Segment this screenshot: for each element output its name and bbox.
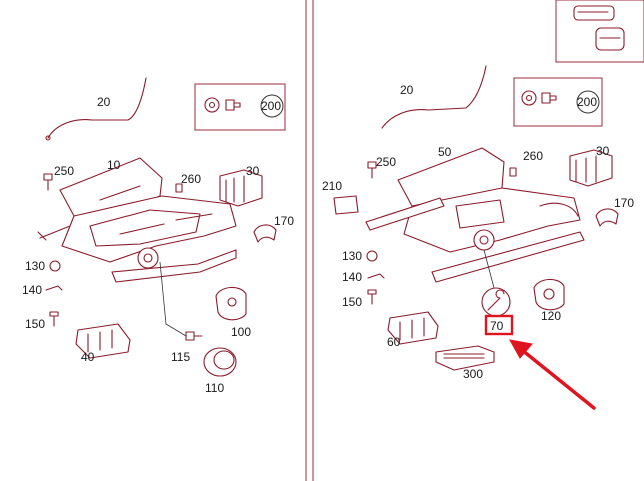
leader-115-left [159, 261, 187, 337]
bolt-260-left [175, 183, 183, 193]
label-right-120: 120 [541, 309, 561, 323]
label-right-140: 140 [342, 270, 362, 284]
label-right-210: 210 [322, 179, 342, 193]
motor-100-left [215, 286, 247, 321]
label-left-115: 115 [171, 350, 190, 364]
label-right-130: 130 [342, 249, 362, 263]
label-right-170: 170 [614, 196, 634, 210]
label-right-50: 50 [438, 145, 452, 159]
label-right-20: 20 [400, 83, 414, 97]
label-left-200: 200 [261, 99, 281, 113]
seat-frame-left [37, 157, 237, 283]
cover-210-right [333, 195, 359, 215]
label-right-200: 200 [577, 95, 597, 109]
fasteners-left [45, 260, 63, 327]
label-left-170: 170 [274, 214, 294, 228]
screw-kit-box-right [513, 77, 603, 127]
label-left-30: 30 [246, 164, 260, 178]
bracket-170-right [595, 208, 619, 227]
label-left-250: 250 [54, 164, 74, 178]
label-left-130: 130 [25, 259, 45, 273]
label-left-110: 110 [205, 381, 224, 395]
fasteners-right [366, 250, 385, 305]
cable-part-left [45, 77, 147, 141]
label-left-140: 140 [22, 283, 42, 297]
label-right-250: 250 [376, 155, 396, 169]
connector-40-left [75, 323, 131, 359]
label-left-260: 260 [181, 172, 201, 186]
label-left-40: 40 [81, 350, 95, 364]
bolt-260-right [509, 167, 517, 177]
screw-250-left [43, 173, 53, 191]
guide-30-right [569, 149, 613, 187]
guide-30-left [219, 169, 263, 207]
label-right-30: 30 [596, 144, 610, 158]
label-left-10: 10 [107, 158, 121, 172]
bracket-170-left [253, 224, 277, 243]
screw-115-left [185, 331, 203, 341]
leader-70-right [483, 249, 495, 289]
label-left-20: 20 [97, 95, 111, 109]
highlight-box-70 [484, 314, 514, 336]
label-right-60: 60 [387, 335, 401, 349]
label-right-260: 260 [523, 149, 543, 163]
control-module-300-right [435, 345, 495, 371]
cap-110-left [203, 347, 237, 377]
screw-kit-box-left [194, 83, 286, 131]
connector-60-right [387, 311, 439, 345]
label-right-300: 300 [463, 367, 483, 381]
cable-part-right [381, 65, 487, 129]
seat-switch-thumbnail [555, 0, 644, 63]
screw-250-right [367, 161, 377, 179]
label-right-150: 150 [342, 295, 362, 309]
motor-120-right [533, 278, 565, 311]
label-left-150: 150 [25, 317, 45, 331]
seat-frame-right [365, 147, 585, 283]
label-left-100: 100 [231, 325, 251, 339]
service-wrench-icon [481, 287, 511, 317]
label-right-70: 70 [490, 319, 504, 333]
red-arrow-pointer [509, 339, 596, 410]
